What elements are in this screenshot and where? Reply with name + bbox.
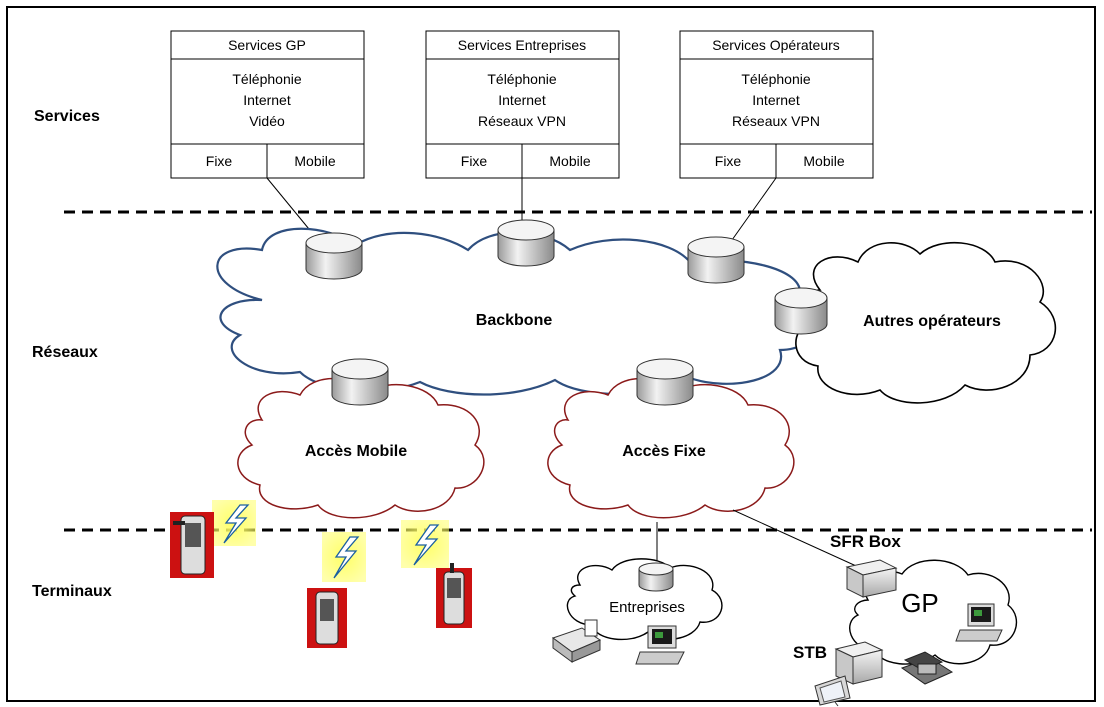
service-line: Téléphonie bbox=[232, 71, 301, 87]
other-operators-cloud bbox=[795, 241, 1057, 404]
service-line: Internet bbox=[498, 92, 546, 108]
gp-label: GP bbox=[901, 588, 939, 618]
link-fixed-to-sfr-box bbox=[732, 509, 866, 571]
router-icon bbox=[305, 232, 363, 280]
router-icon bbox=[638, 562, 674, 592]
stb-label: STB bbox=[793, 643, 827, 662]
layer-label-services: Services bbox=[34, 108, 100, 125]
computer-icon bbox=[955, 603, 1003, 642]
computer-icon bbox=[635, 625, 685, 665]
tv-icon bbox=[814, 675, 851, 707]
router-icon bbox=[636, 358, 694, 406]
backbone-label: Backbone bbox=[476, 312, 553, 329]
router-icon bbox=[687, 236, 745, 284]
service-fixed-cell: Fixe bbox=[206, 153, 233, 169]
enterprises-label: Entreprises bbox=[609, 599, 685, 616]
other-operators-label: Autres opérateurs bbox=[863, 313, 1001, 330]
service-mobile-cell: Mobile bbox=[549, 153, 590, 169]
fixed-access-label: Accès Fixe bbox=[622, 443, 706, 460]
service-line: Internet bbox=[243, 92, 291, 108]
service-box-operators: Services Opérateurs Téléphonie Internet … bbox=[679, 30, 874, 179]
mobile-phone-icon bbox=[170, 512, 214, 578]
mobile-access-label: Accès Mobile bbox=[305, 443, 407, 460]
service-line: Internet bbox=[752, 92, 800, 108]
service-box-enterprises: Services Entreprises Téléphonie Internet… bbox=[425, 30, 620, 179]
service-box-gp: Services GP Téléphonie Internet Vidéo Fi… bbox=[170, 30, 365, 179]
service-line: Téléphonie bbox=[741, 71, 810, 87]
telephone-icon bbox=[900, 651, 954, 685]
service-line: Vidéo bbox=[249, 113, 285, 129]
signal-lightning-icon bbox=[212, 500, 256, 546]
layer-label-networks: Réseaux bbox=[32, 344, 98, 361]
service-box-title: Services GP bbox=[228, 37, 306, 53]
router-icon bbox=[331, 358, 389, 406]
router-icon bbox=[774, 287, 828, 335]
service-fixed-cell: Fixe bbox=[715, 153, 742, 169]
signal-lightning-icon bbox=[322, 532, 366, 582]
layer-label-terminals: Terminaux bbox=[32, 583, 112, 600]
service-line: Réseaux VPN bbox=[732, 113, 820, 129]
enterprises-cloud bbox=[566, 558, 723, 641]
signal-lightning-icon bbox=[401, 520, 449, 568]
printer-icon bbox=[551, 619, 602, 663]
sfr-box-device bbox=[845, 559, 898, 598]
mobile-phone-icon bbox=[436, 563, 472, 628]
service-line: Téléphonie bbox=[487, 71, 556, 87]
service-box-title: Services Entreprises bbox=[458, 37, 586, 53]
service-mobile-cell: Mobile bbox=[294, 153, 335, 169]
sfr-box-label: SFR Box bbox=[830, 532, 901, 551]
mobile-phone-icon bbox=[307, 588, 347, 648]
service-fixed-cell: Fixe bbox=[461, 153, 488, 169]
service-mobile-cell: Mobile bbox=[803, 153, 844, 169]
stb-device bbox=[834, 641, 884, 685]
router-icon bbox=[497, 219, 555, 267]
service-box-title: Services Opérateurs bbox=[712, 37, 840, 53]
link-operators-to-backbone bbox=[731, 177, 777, 241]
service-line: Réseaux VPN bbox=[478, 113, 566, 129]
